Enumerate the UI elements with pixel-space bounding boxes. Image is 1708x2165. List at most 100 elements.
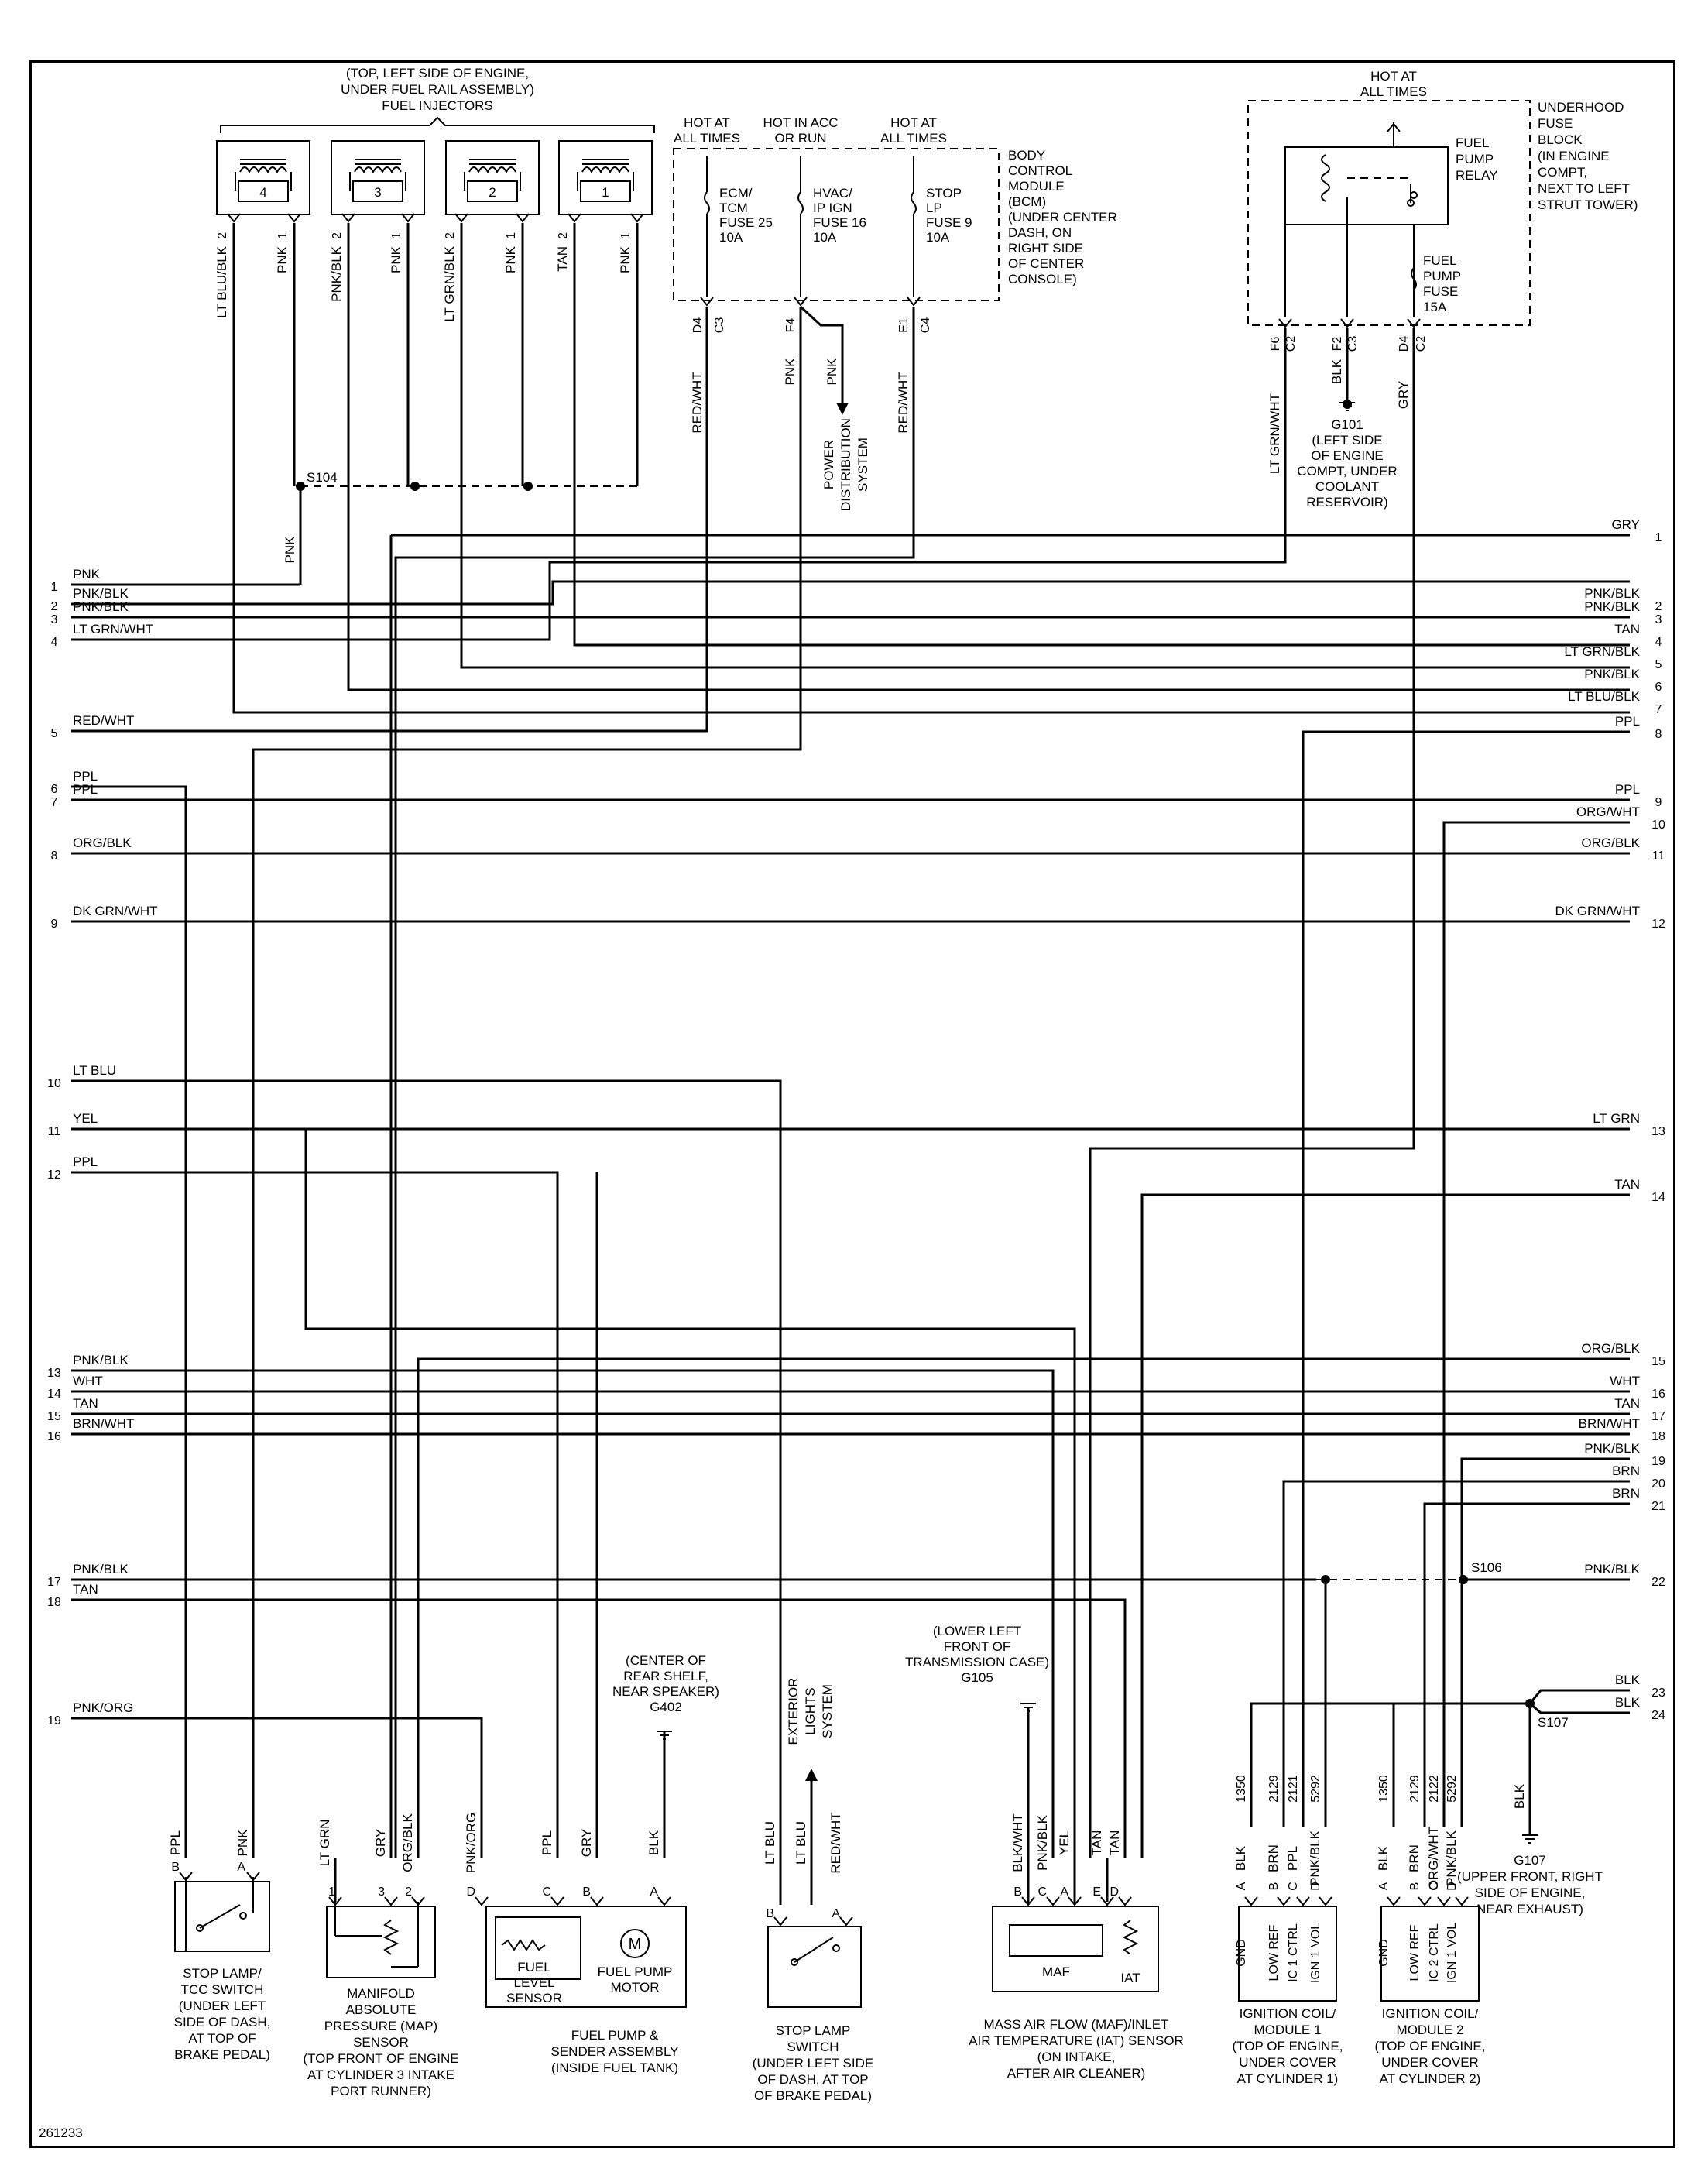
wire-color: ORG/BLK xyxy=(400,1813,415,1872)
wire-color: PPL xyxy=(168,1830,183,1855)
right-row-color: LT GRN xyxy=(1593,1111,1640,1126)
right-row-color: PPL xyxy=(1615,782,1640,797)
left-row-color: BRN/WHT xyxy=(73,1416,134,1431)
injector-terminal xyxy=(580,180,631,202)
right-row-number: 1 xyxy=(1655,531,1662,544)
right-row-number: 9 xyxy=(1655,796,1662,809)
yel-maf-wire xyxy=(71,1127,1076,1905)
bcm-power-label: OR RUN xyxy=(774,131,826,146)
exterior-lights-label: LIGHTS xyxy=(803,1687,818,1734)
g105-label: G105 xyxy=(961,1670,993,1685)
circuit-number: 2121 xyxy=(1287,1775,1300,1803)
wire-color: PNK xyxy=(503,245,518,273)
left-row-number: 6 xyxy=(51,783,58,796)
tan-maf-wire xyxy=(1140,1193,1630,1858)
pin-number: 1 xyxy=(619,232,633,239)
left-row-color: PPL xyxy=(73,769,98,784)
stop-tcc-label: TCC SWITCH xyxy=(181,1982,264,1997)
right-row-number: 24 xyxy=(1651,1709,1665,1722)
connector-chevron xyxy=(1437,1896,1451,1906)
connector-chevron xyxy=(475,1896,489,1906)
circuit-number: 2122 xyxy=(1428,1775,1441,1803)
fuel-injector xyxy=(445,140,540,215)
map-label: MANIFOLD xyxy=(347,1986,415,2001)
injector-terminal xyxy=(238,180,289,202)
bcm-description: (UNDER CENTER xyxy=(1008,210,1117,225)
right-row-color: BRN/WHT xyxy=(1579,1416,1640,1431)
left-row-number: 12 xyxy=(47,1168,61,1182)
right-row-color: PNK/BLK xyxy=(1584,667,1640,681)
pin-letter: 3 xyxy=(378,1885,385,1899)
coil-terminal-label: LOW REF xyxy=(1408,1924,1422,1981)
map-label: AT CYLINDER 3 INTAKE xyxy=(307,2067,454,2082)
wire-color: PNK/BLK xyxy=(329,245,344,301)
right-row-color: PNK/BLK xyxy=(1584,586,1640,601)
pin-letter: A xyxy=(650,1885,658,1899)
right-row-number: 8 xyxy=(1655,728,1662,741)
right-row-number: 21 xyxy=(1651,1500,1665,1513)
coil-terminal-label: GND xyxy=(1377,1939,1391,1967)
splice-s106: S106 xyxy=(1471,1560,1502,1575)
pin-letter: A xyxy=(832,1907,840,1920)
left-row-color: TAN xyxy=(73,1396,98,1411)
stop-lamp-label: SWITCH xyxy=(787,2040,839,2054)
pin-number: 2 xyxy=(444,232,457,239)
pin-number: 2 xyxy=(216,232,229,239)
wire-color: PNK xyxy=(283,536,297,564)
wire-color: RED/WHT xyxy=(828,1812,843,1873)
g101-label: COOLANT xyxy=(1315,479,1379,494)
ground-dot xyxy=(1343,400,1352,409)
connector-chevron xyxy=(590,1896,604,1906)
maf-label: MAF xyxy=(1042,1964,1070,1979)
stop-tcc-label: SIDE OF DASH, xyxy=(174,2015,271,2029)
right-row-color: TAN xyxy=(1614,622,1640,636)
wire-color: PNK/BLK xyxy=(1444,1830,1459,1885)
wire-color: BRN xyxy=(1266,1844,1281,1872)
right-row-number: 3 xyxy=(1655,613,1662,626)
coil-terminal-label: LOW REF xyxy=(1267,1924,1281,1981)
left-row-number: 13 xyxy=(47,1367,61,1380)
bcm-fuse-label: HVAC/ xyxy=(813,186,852,201)
injector-connector xyxy=(227,213,241,223)
bcm-power-label: ALL TIMES xyxy=(674,131,740,146)
g402-label: (CENTER OF xyxy=(626,1653,706,1668)
circuit-number: 2129 xyxy=(1267,1775,1281,1803)
connector-chevron xyxy=(773,1916,787,1927)
pnkorg-fuel-level-wire xyxy=(71,1717,483,1858)
left-row-color: PNK/BLK xyxy=(73,586,129,601)
pin-letter: 1 xyxy=(328,1885,335,1899)
map-label: PRESSURE (MAP) xyxy=(324,2019,437,2033)
right-row-color: PNK/BLK xyxy=(1584,599,1640,614)
stop-tcc-label: BRAKE PEDAL) xyxy=(174,2047,270,2062)
splice-dot xyxy=(410,482,420,491)
wire-color: YEL xyxy=(1057,1830,1072,1855)
connector-chevron xyxy=(1118,1896,1132,1906)
injector-header: UNDER FUEL RAIL ASSEMBLY) xyxy=(341,82,534,97)
pin-letter: C xyxy=(1037,1885,1047,1899)
fuse-block-pin: D4 xyxy=(1398,336,1411,352)
right-row-color: GRY xyxy=(1611,517,1640,532)
bcm-pds-wire xyxy=(799,305,844,403)
bcm-stop-wire xyxy=(394,307,915,1858)
wire-color: PNK xyxy=(275,245,290,273)
ignition-coil-label: IGNITION COIL/ xyxy=(1240,2006,1336,2021)
bcm-fuse-label: 10A xyxy=(813,230,837,245)
underhood-description: STRUT TOWER) xyxy=(1538,197,1638,212)
bcm-ecm-wire xyxy=(71,307,708,733)
bcm-description: BODY xyxy=(1008,148,1045,163)
wire-color: LT BLU xyxy=(763,1821,777,1865)
fuel-pump-relay-wire xyxy=(71,328,1287,641)
connector-chevron xyxy=(1387,1896,1401,1906)
right-row-number: 4 xyxy=(1655,636,1662,649)
maf-iat-label: (ON INTAKE, xyxy=(1037,2050,1116,2064)
left-row-number: 2 xyxy=(51,600,58,613)
right-row-number: 14 xyxy=(1651,1191,1665,1204)
wire-color: LT GRN/WHT xyxy=(1267,393,1282,474)
ignition-coil-module xyxy=(1380,1906,1480,2002)
fuel-pump-label: FUEL PUMP & xyxy=(571,2028,659,2043)
fuse-block-connector xyxy=(1407,318,1421,328)
right-row-color: WHT xyxy=(1610,1374,1640,1388)
wire-color: PPL xyxy=(1285,1846,1300,1871)
pin-letter: A xyxy=(1060,1885,1068,1899)
g107-label: G107 xyxy=(1514,1853,1546,1868)
